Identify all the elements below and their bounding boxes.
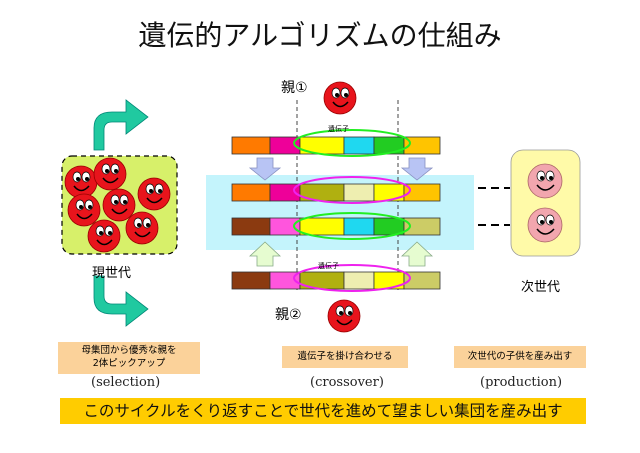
chromosome-parent2 xyxy=(231,271,441,290)
individual-face xyxy=(125,211,159,245)
current-generation-label: 現世代 xyxy=(92,266,132,281)
chromosome-parent1 xyxy=(231,136,441,155)
individual-face xyxy=(64,165,98,199)
individual-face xyxy=(137,177,171,211)
next-generation-label: 次世代 xyxy=(521,280,561,295)
selection-en: (selection) xyxy=(91,375,161,390)
gene-ellipse xyxy=(293,264,411,292)
gene-ellipse xyxy=(293,212,411,240)
gene-label: 遺伝子 xyxy=(318,262,339,270)
selection-arrow-up xyxy=(93,99,149,151)
production-arrow-down xyxy=(93,275,149,327)
selection-step-line1: 母集団から優秀な親を xyxy=(81,345,177,356)
parent2-label: 親② xyxy=(275,307,302,323)
gene-label: 遺伝子 xyxy=(328,125,349,133)
down-arrow xyxy=(248,157,282,181)
summary-banner: このサイクルをくり返すことで世代を進めて望ましい集団を産み出す xyxy=(60,398,586,424)
selection-step: 母集団から優秀な親を 2体ピックアップ xyxy=(58,342,200,374)
chromosome-child1 xyxy=(231,183,441,202)
crossover-step: 遺伝子を掛け合わせる xyxy=(282,346,408,368)
down-arrow xyxy=(400,157,434,181)
page-title: 遺伝的アルゴリズムの仕組み xyxy=(138,19,502,52)
child-face xyxy=(527,207,563,243)
chromosome-child2 xyxy=(231,217,441,236)
parent2-face xyxy=(327,299,361,333)
gene-ellipse xyxy=(293,129,411,157)
up-arrow xyxy=(400,241,434,267)
child-face xyxy=(527,163,563,199)
individual-face xyxy=(102,188,136,222)
gene-ellipse xyxy=(293,176,411,204)
individual-face xyxy=(87,219,121,253)
production-en: (production) xyxy=(480,375,563,390)
individual-face xyxy=(67,193,101,227)
parent1-label: 親① xyxy=(281,80,308,96)
production-step: 次世代の子供を産み出す xyxy=(454,346,586,368)
up-arrow xyxy=(248,241,282,267)
selection-step-line2: 2体ピックアップ xyxy=(92,358,166,369)
parent1-face xyxy=(323,81,357,115)
individual-face xyxy=(93,157,127,191)
crossover-en: (crossover) xyxy=(310,375,384,390)
